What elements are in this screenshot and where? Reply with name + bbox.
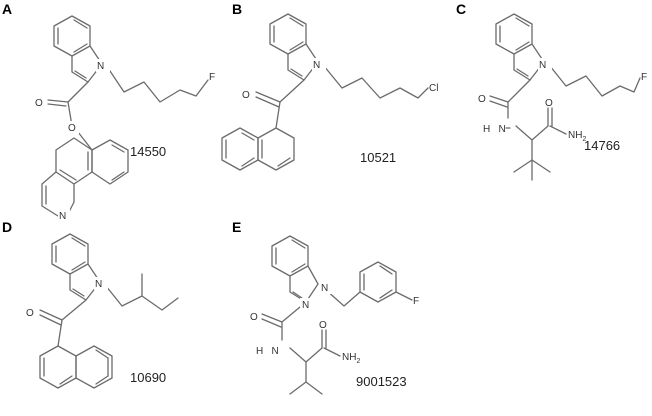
atom-o2-e: O bbox=[319, 320, 327, 331]
structure-c: N F O O H N NH2 bbox=[478, 13, 647, 181]
panel-c: C N F O bbox=[456, 1, 647, 181]
structure-e: N N F O O H N NH2 bbox=[250, 235, 419, 395]
atom-nh2-e: NH2 bbox=[342, 352, 360, 365]
compound-id-a: 14550 bbox=[130, 144, 166, 159]
compound-id-b: 10521 bbox=[360, 150, 396, 165]
compound-id-e: 9001523 bbox=[356, 374, 407, 389]
atom-n-a: N bbox=[97, 61, 104, 72]
atom-n-d: N bbox=[95, 279, 102, 290]
panel-d: D N O bbox=[2, 219, 179, 389]
atom-o-ester-a: O bbox=[68, 123, 76, 134]
panel-letter-e: E bbox=[232, 219, 241, 235]
atom-nh-e: H N bbox=[256, 346, 279, 357]
atom-f-e: F bbox=[413, 296, 419, 307]
atom-n1-e: N bbox=[321, 283, 328, 294]
atom-n-c: N bbox=[539, 60, 546, 71]
atom-f-a: F bbox=[209, 72, 215, 83]
atom-n2-e: N bbox=[302, 300, 309, 311]
atom-f-c: F bbox=[641, 72, 647, 83]
panel-e: E bbox=[232, 219, 419, 395]
panel-letter-b: B bbox=[232, 1, 242, 17]
atom-o1-e: O bbox=[250, 312, 258, 323]
structure-a: N F O O N bbox=[35, 15, 215, 222]
panel-letter-c: C bbox=[456, 1, 466, 17]
structure-d: N O bbox=[26, 233, 179, 389]
atom-n-b: N bbox=[313, 60, 320, 71]
panel-b: B N Cl O bbox=[221, 1, 438, 171]
structure-b: N Cl O bbox=[221, 13, 438, 171]
atom-o-carbonyl-d: O bbox=[26, 308, 34, 319]
atom-o-carbonyl-a: O bbox=[35, 98, 43, 109]
panel-letter-a: A bbox=[2, 1, 12, 17]
atom-n-ring-a: N bbox=[59, 211, 66, 222]
atom-nh-c: H N bbox=[483, 124, 506, 135]
atom-o1-c: O bbox=[478, 94, 486, 105]
compound-id-c: 14766 bbox=[584, 138, 620, 153]
atom-o-carbonyl-b: O bbox=[242, 90, 250, 101]
panel-a: A bbox=[2, 1, 215, 222]
compound-id-d: 10690 bbox=[130, 370, 166, 385]
atom-o2-c: O bbox=[545, 98, 553, 109]
atom-nh2-c: NH2 bbox=[568, 130, 586, 143]
atom-cl-b: Cl bbox=[429, 83, 438, 94]
panel-letter-d: D bbox=[2, 219, 12, 235]
